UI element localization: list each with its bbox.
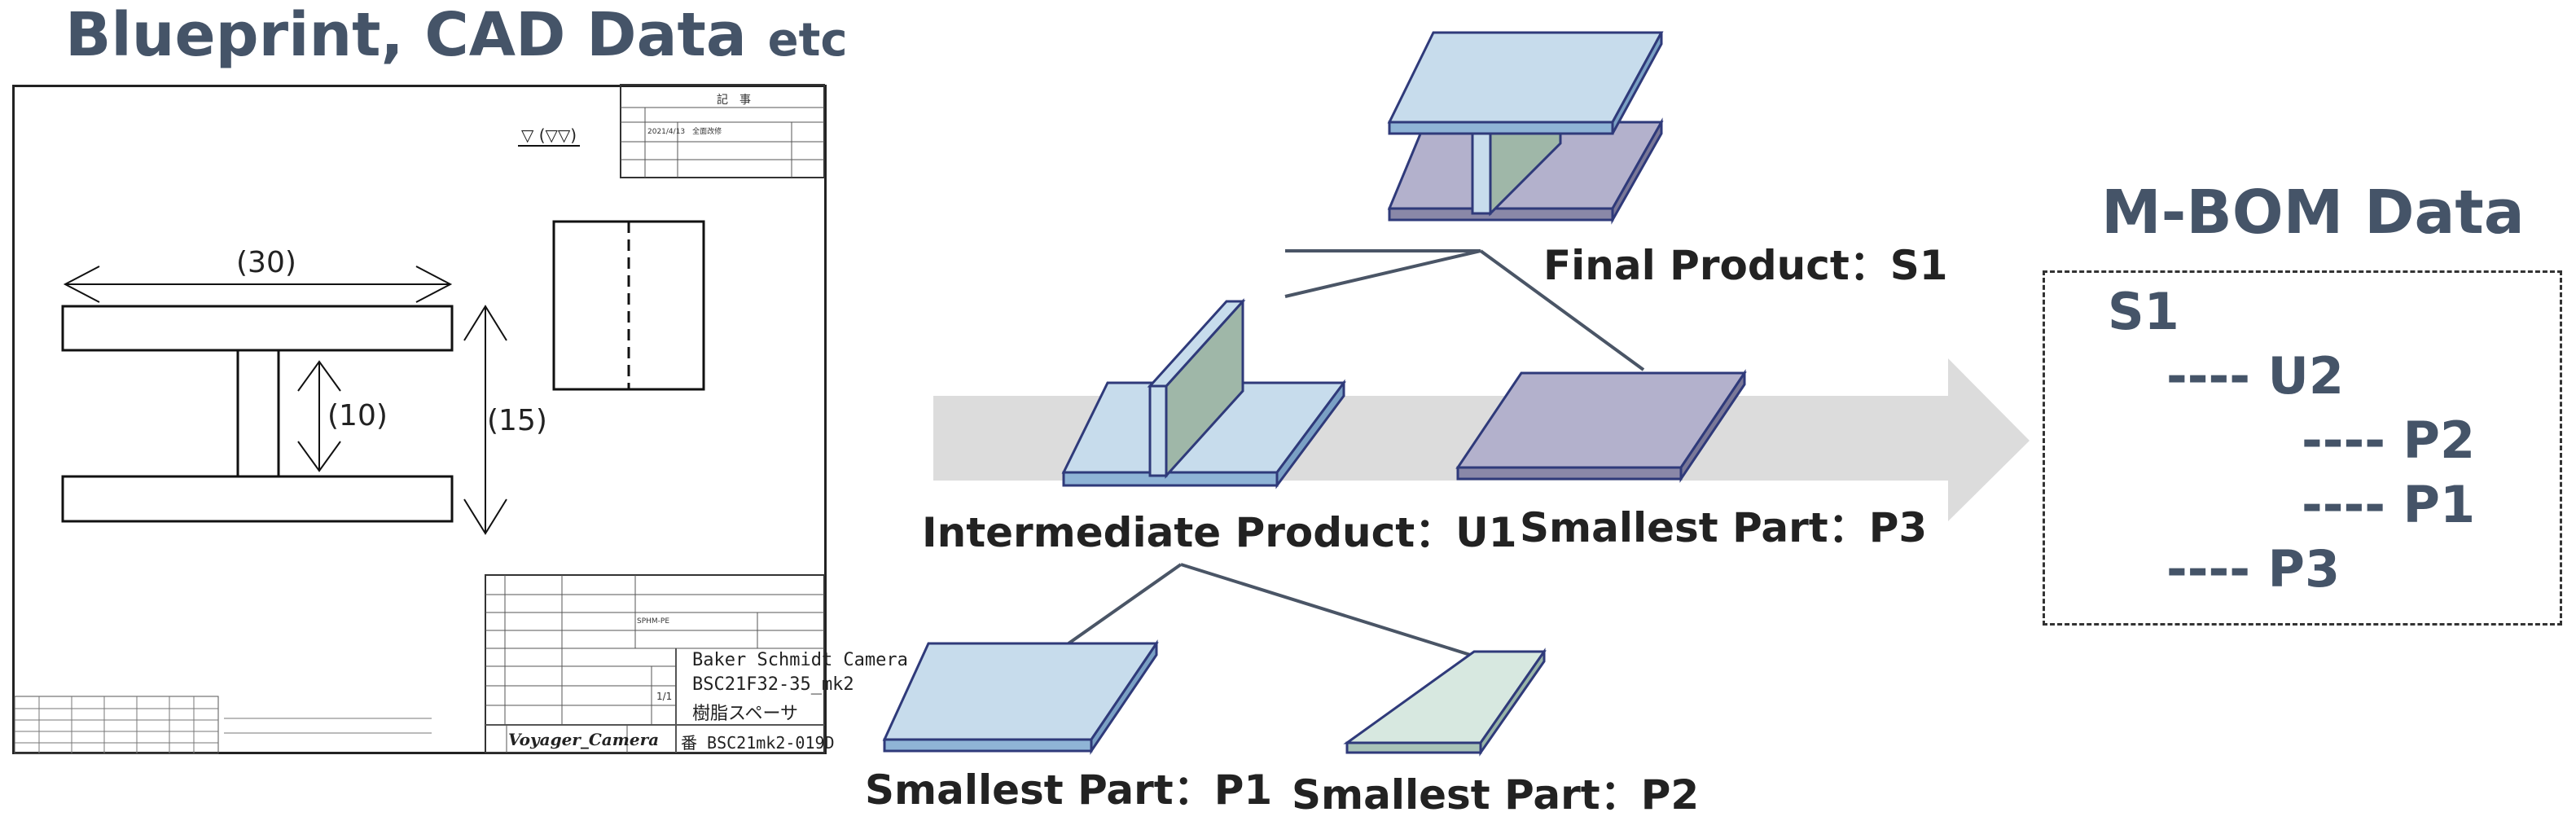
- mbom-line-p2: ---- P2: [2302, 410, 2476, 470]
- connector-s1-p3: [1479, 249, 1645, 371]
- blueprint-title-text: Blueprint, CAD Data: [65, 0, 747, 70]
- p1-side: [1090, 639, 1158, 755]
- title-block-drawing-number: 番 BSC21mk2-019D: [681, 733, 835, 753]
- p2-side: [1479, 648, 1546, 757]
- connector-u1-p2: [1180, 563, 1481, 660]
- blueprint-drawing: [12, 85, 827, 754]
- title-block-name-1: Baker Schmidt Camera: [692, 650, 908, 670]
- mbom-box: [2043, 270, 2562, 626]
- u1-plate-side: [1275, 379, 1345, 490]
- mbom-line-u2: ---- U2: [2166, 346, 2344, 406]
- title-block: [485, 574, 825, 753]
- title-block-name-3: 樹脂スペーサ: [692, 704, 799, 724]
- u1-plate-front: [1062, 471, 1279, 487]
- revision-table-title: 記 事: [717, 94, 751, 107]
- connector-u1-p1: [1067, 563, 1183, 645]
- bottom-flange: [61, 475, 454, 523]
- s1-top-plate-front: [1388, 121, 1614, 135]
- smallest-part-p3-label: Smallest Part：P3: [1520, 504, 1928, 551]
- width-dim-arrow-right: [415, 266, 453, 303]
- revision-entry: 2021/4/13 全面改修: [647, 128, 722, 136]
- revision-table: [620, 84, 825, 178]
- p2-front: [1345, 741, 1482, 754]
- smallest-part-p2-label: Smallest Part：P2: [1292, 771, 1700, 819]
- web-dim-arrow-top: [297, 360, 341, 392]
- assembly-diagram: [882, 31, 2030, 757]
- width-dim-arrow-left: [63, 266, 100, 303]
- s1-bottom-plate-side: [1611, 117, 1663, 225]
- title-block-scale: 1/1: [656, 691, 673, 702]
- total-dim-arrow-top: [463, 305, 507, 341]
- final-product-label: Final Product：S1: [1543, 242, 1948, 289]
- total-dim-arrow-bottom: [463, 498, 507, 535]
- final-product-s1: [1387, 31, 1664, 225]
- s1-web-front: [1471, 122, 1492, 215]
- intermediate-product-u1: [1061, 298, 1346, 490]
- web-height-dimension-label: (10): [327, 399, 388, 432]
- smallest-part-p1: [882, 639, 1159, 755]
- top-flange: [61, 305, 454, 352]
- s1-bottom-plate-front: [1388, 207, 1614, 222]
- s1-top-plate-side: [1611, 32, 1663, 134]
- mbom-line-p3: ---- P3: [2166, 539, 2341, 599]
- intermediate-product-label: Intermediate Product：U1: [922, 509, 1517, 556]
- blueprint-title-suffix: etc: [767, 14, 848, 67]
- p3-side: [1679, 369, 1746, 483]
- u1-web-top: [1147, 300, 1246, 388]
- mbom-line-p1: ---- P1: [2302, 475, 2476, 534]
- mbom-title: M-BOM Data: [2101, 178, 2525, 248]
- web-dim-arrow-bottom: [297, 441, 341, 472]
- title-block-name-2: BSC21F32-35_mk2: [692, 674, 854, 695]
- total-height-dimension-label: (15): [487, 404, 547, 437]
- p1-front: [883, 738, 1093, 753]
- smallest-part-p3: [1455, 369, 1747, 483]
- surface-symbol: ▽ (▽▽): [521, 125, 577, 145]
- mbom-line-s1: S1: [2108, 282, 2179, 341]
- material-table: [14, 696, 219, 754]
- connector-s1-u1-diag: [1284, 249, 1481, 298]
- p3-front: [1456, 466, 1683, 481]
- smallest-part-p2: [1343, 648, 1547, 757]
- title-block-material: SPHM-PE: [637, 617, 670, 626]
- blueprint-lines: [14, 84, 825, 754]
- smallest-part-p1-label: Smallest Part：P1: [865, 766, 1273, 814]
- blueprint-title: Blueprint, CAD Data etc: [65, 0, 848, 70]
- p1-top: [882, 642, 1159, 741]
- u1-web-front: [1148, 384, 1168, 477]
- title-block-brand: Voyager_Camera: [508, 730, 660, 749]
- width-dimension-label: (30): [236, 246, 296, 279]
